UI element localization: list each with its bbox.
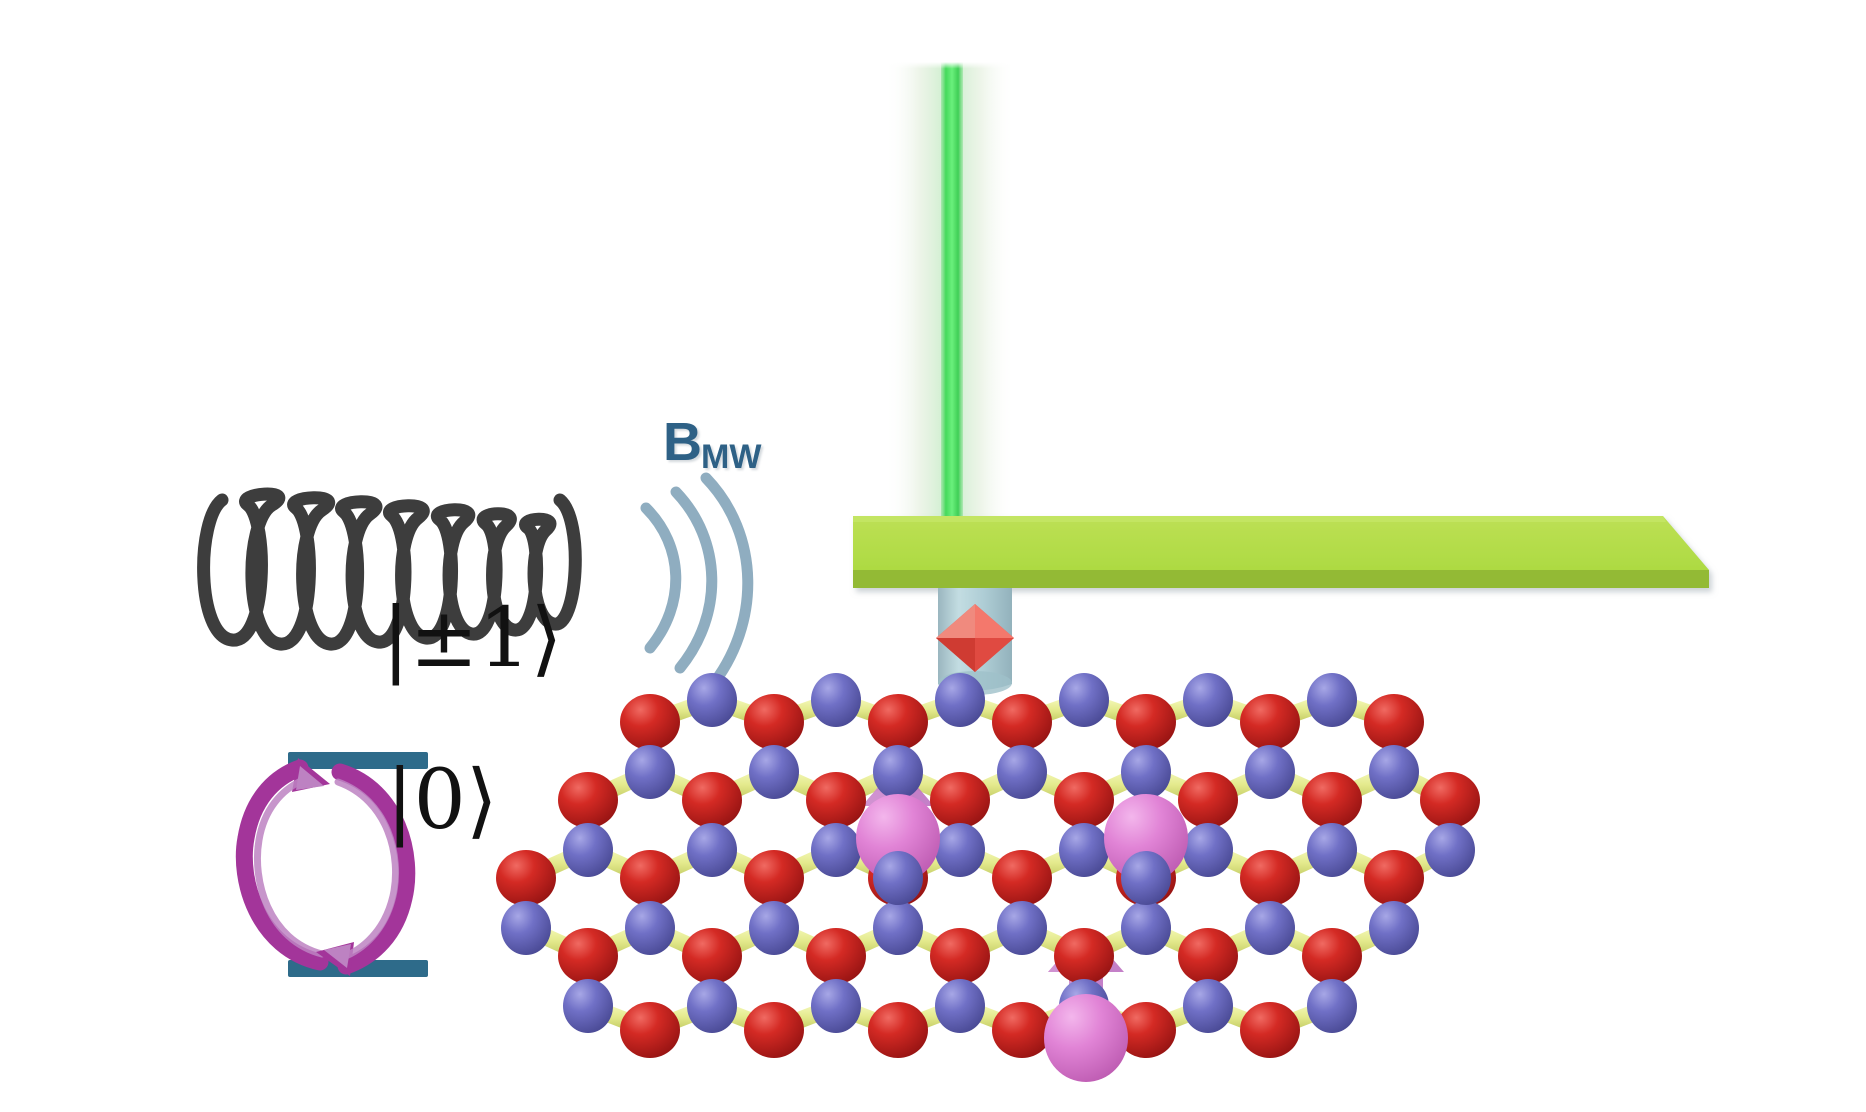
afm-cantilever xyxy=(853,516,1709,588)
atom-blue xyxy=(501,901,1419,955)
energy-level-bar-excited xyxy=(288,752,428,769)
lattice-atoms-front xyxy=(873,851,1171,905)
state-label-excited: |±1⟩ xyxy=(382,591,563,686)
lattice-defect-centers xyxy=(856,794,1188,1082)
atom-red xyxy=(558,928,1362,984)
mw-field-label-base: B xyxy=(663,412,702,472)
defect-center xyxy=(1104,794,1188,882)
mw-field-label: BMW xyxy=(663,415,761,474)
atom-blue xyxy=(873,851,923,905)
atom-red xyxy=(620,694,1424,750)
magnet-octahedron xyxy=(936,604,1014,672)
state-label-ground: |0⟩ xyxy=(386,753,498,848)
defect-center xyxy=(856,794,940,882)
green-laser-beam xyxy=(885,62,1015,522)
spin-energy-level-diagram xyxy=(235,752,428,977)
atom-blue xyxy=(563,823,1475,877)
atom-blue xyxy=(687,673,1357,727)
microwave-coil xyxy=(197,487,582,651)
mw-field-label-subscript: MW xyxy=(701,438,762,476)
atom-red xyxy=(558,772,1480,828)
atom-blue xyxy=(625,745,1419,799)
atom-blue xyxy=(1121,851,1171,905)
microwave-emission-arcs xyxy=(640,472,754,694)
lattice-atoms xyxy=(496,673,1480,1058)
spin-transition-arrow xyxy=(235,758,416,976)
diamond-lattice xyxy=(496,673,1480,1082)
defect-center xyxy=(1044,994,1128,1082)
atom-red xyxy=(620,1002,1300,1058)
